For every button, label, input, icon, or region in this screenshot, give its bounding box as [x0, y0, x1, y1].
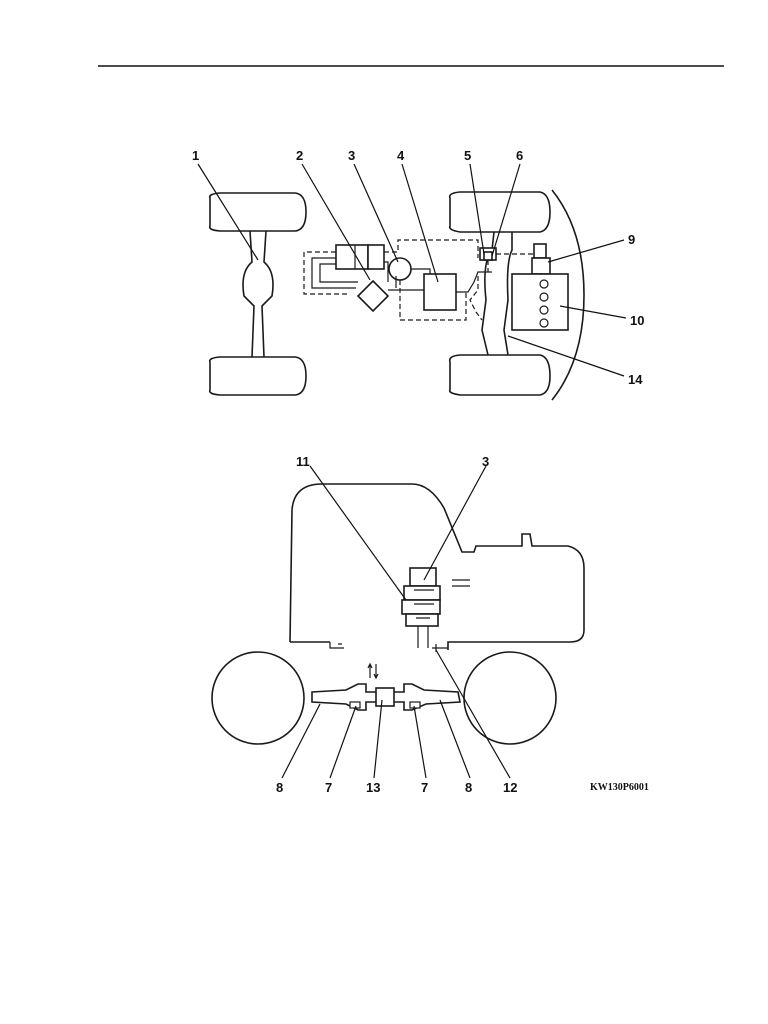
top-view-callouts: 1 2 3 4 5 6 9 10 14: [192, 148, 644, 387]
leader-1: [197, 163, 259, 261]
leader-8-right: [439, 699, 471, 779]
leader-2: [301, 163, 371, 281]
callout-3-side: 3: [482, 454, 489, 469]
front-left-wheel-top: [208, 192, 307, 232]
pressure-line-left-2: [319, 263, 358, 283]
valve-top-block: [409, 567, 437, 587]
return-line-dashed-left: [303, 251, 350, 295]
cylinder-3: [539, 305, 549, 315]
top-view-leaders: [197, 163, 627, 377]
right-cylinder: [409, 701, 421, 709]
callout-7-right: 7: [421, 780, 428, 795]
callout-5: 5: [464, 148, 471, 163]
side-view-leaders: [281, 465, 511, 779]
leader-3: [353, 163, 399, 263]
dashed-line-lower: [399, 280, 467, 321]
right-mount-bracket: [432, 644, 448, 652]
callout-7-left: 7: [325, 780, 332, 795]
unit-box-6: [483, 251, 493, 261]
leader-5: [469, 163, 485, 255]
callout-13: 13: [366, 780, 380, 795]
tank-block-right: [367, 244, 385, 270]
pump-connection: [384, 261, 431, 282]
rear-right-wheel-top: [448, 354, 551, 396]
flow-arrow-lines: [452, 579, 470, 587]
callout-8-left: 8: [276, 780, 283, 795]
right-wheel-side: [463, 651, 557, 745]
dashed-line-unit: [487, 253, 536, 272]
dashed-line-top: [384, 239, 479, 258]
leader-9: [547, 239, 625, 263]
front-right-wheel-top: [208, 356, 307, 396]
cylinder-2: [539, 292, 549, 302]
callout-8-right: 8: [465, 780, 472, 795]
dashed-line-valve: [469, 276, 483, 321]
leader-13: [373, 699, 383, 779]
leader-12: [435, 649, 511, 779]
callout-6: 6: [516, 148, 523, 163]
callout-10: 10: [630, 313, 644, 328]
callout-14: 14: [628, 372, 643, 387]
side-view-diagram: [211, 483, 585, 745]
valve-internal-lines: [414, 589, 434, 619]
callout-9: 9: [628, 232, 635, 247]
callout-3: 3: [348, 148, 355, 163]
engine-fitting-9: [533, 243, 547, 259]
leader-4: [401, 163, 439, 283]
rear-axle-side: [311, 683, 461, 711]
pressure-line-left: [311, 257, 356, 289]
chassis-outline: [551, 189, 585, 401]
filter-connection: [388, 276, 424, 291]
leader-7-left: [329, 705, 357, 779]
excavator-cab-outline: [289, 483, 585, 650]
front-axle: [242, 230, 274, 358]
leader-11: [309, 465, 407, 601]
axle-center-block: [375, 687, 395, 707]
filter-diamond: [356, 279, 390, 313]
valve-stem: [417, 626, 429, 648]
cylinder-4: [539, 318, 549, 328]
rear-left-wheel-top: [448, 191, 551, 233]
figure-id: KW130P6001: [590, 782, 649, 793]
pump-circle: [388, 257, 412, 281]
leader-7-right: [413, 705, 427, 779]
side-view-callouts: 11 3 8 7 13 7 8 12: [276, 454, 517, 795]
callout-4: 4: [397, 148, 405, 163]
engine-head: [531, 257, 551, 275]
valve-lower-block: [401, 599, 441, 615]
valve-box: [423, 273, 457, 311]
left-wheel-side: [211, 651, 305, 745]
valve-line: [456, 271, 492, 293]
top-view-diagram: [208, 189, 585, 401]
left-mount-bracket: [329, 642, 344, 649]
leader-6: [491, 163, 521, 257]
callout-2: 2: [296, 148, 303, 163]
valve-middle-block: [403, 585, 441, 601]
leader-10: [559, 305, 627, 319]
up-down-arrows: [367, 662, 379, 680]
callout-1: 1: [192, 148, 199, 163]
valve-base-block: [405, 613, 439, 627]
leader-3-side: [423, 465, 487, 581]
cylinder-1: [539, 279, 549, 289]
callout-12: 12: [503, 780, 517, 795]
leader-8-left: [281, 703, 321, 779]
callout-11: 11: [296, 454, 310, 469]
leader-14: [507, 335, 625, 377]
